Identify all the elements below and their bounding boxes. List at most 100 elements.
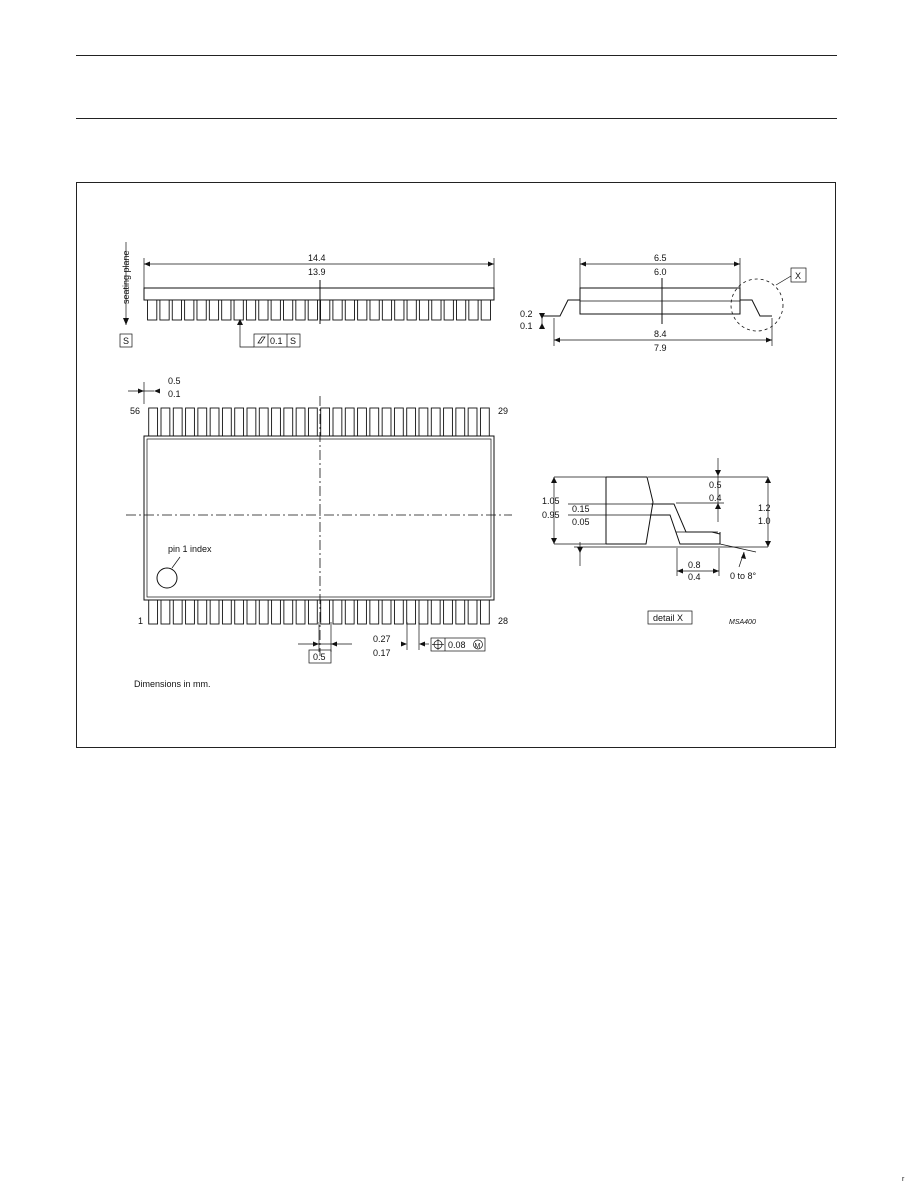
- lead-side: [480, 299, 491, 321]
- footer-mark: r: [902, 1176, 905, 1183]
- side-width-min: 13.9: [308, 267, 326, 277]
- pin1-index-circle: [156, 567, 178, 589]
- lead-bottom: [406, 599, 417, 625]
- lead-thickness-max: 0.15: [572, 504, 590, 514]
- lead-bottom: [307, 599, 318, 625]
- lead-bottom: [209, 599, 220, 625]
- position-tolerance-frame: [430, 637, 486, 652]
- lead-bottom: [443, 599, 453, 625]
- lead-side: [332, 299, 343, 321]
- end-body-min: 6.0: [654, 267, 667, 277]
- end-gap-max: 0.5: [168, 376, 181, 386]
- lead-side: [233, 299, 244, 321]
- foot-top-max: 0.5: [709, 480, 722, 490]
- end-lead-left: [542, 299, 580, 317]
- lead-top: [234, 407, 245, 437]
- detail-height-min: 0.95: [542, 510, 560, 520]
- lead-bottom: [418, 599, 429, 625]
- lead-thickness-min: 0.05: [572, 517, 590, 527]
- lead-side: [406, 299, 417, 321]
- flatness-datum: S: [290, 336, 296, 346]
- lead-width-max: 0.27: [373, 634, 391, 644]
- top-body: [143, 435, 495, 601]
- lead-top: [148, 407, 159, 437]
- end-overall-min: 7.9: [654, 343, 667, 353]
- lead-top: [283, 407, 294, 437]
- lead-bottom: [234, 599, 245, 625]
- bottom-pins-row: [148, 599, 490, 625]
- detail-height-max: 1.05: [542, 496, 560, 506]
- drawing-frame: [76, 182, 836, 748]
- lead-top: [443, 407, 453, 437]
- detail-x-view: 1.05 0.95 0.15 0.05 0.5 0.4 1.2 1.0: [542, 458, 771, 625]
- pitch-value: 0.5: [313, 652, 326, 662]
- detail-x-circle: [730, 278, 784, 332]
- detail-lead-top: [651, 503, 721, 535]
- lead-side: [468, 299, 479, 321]
- header-rule-top: [76, 55, 837, 56]
- datum-s-label: S: [123, 336, 129, 346]
- standoff-max: 0.2: [520, 309, 533, 319]
- lead-top: [246, 407, 257, 437]
- lead-bottom: [332, 599, 343, 625]
- pitch-box: [308, 649, 332, 664]
- pin-29-label: 29: [498, 406, 508, 416]
- side-pins: [147, 299, 491, 321]
- lead-width-min: 0.17: [373, 648, 391, 658]
- lead-bottom: [172, 599, 183, 625]
- lead-side: [456, 299, 467, 321]
- lead-side: [369, 299, 380, 321]
- lead-top: [172, 407, 183, 437]
- foot-top-min: 0.4: [709, 493, 722, 503]
- lead-bottom: [344, 599, 355, 625]
- angle-label: 0 to 8°: [730, 571, 757, 581]
- pin-28-label: 28: [498, 616, 508, 626]
- lead-top: [381, 407, 392, 437]
- lead-bottom: [197, 599, 208, 625]
- lead-side: [381, 299, 393, 321]
- lead-bottom: [357, 599, 367, 625]
- lead-side: [394, 299, 405, 321]
- standoff-min: 0.1: [520, 321, 533, 331]
- lead-bottom: [467, 599, 478, 625]
- lead-bottom: [221, 599, 232, 625]
- lead-bottom: [160, 599, 171, 625]
- header-rule-bottom: [76, 118, 837, 119]
- top-view: 0.5 0.1 56 29 1 28 pin 1 index 0.5: [126, 376, 512, 664]
- foot-length-min: 0.4: [688, 572, 701, 582]
- lead-side: [221, 299, 232, 321]
- lead-top: [467, 407, 478, 437]
- drawing-id: MSA400: [729, 619, 756, 626]
- lead-side: [258, 299, 269, 321]
- detail-lead-bottom: [650, 514, 720, 545]
- end-overall-max: 8.4: [654, 329, 667, 339]
- lead-bottom: [320, 599, 331, 625]
- position-tolerance-value: 0.08: [448, 640, 466, 650]
- lead-top: [185, 407, 195, 437]
- lead-top: [209, 407, 220, 437]
- lead-top: [430, 407, 441, 437]
- lead-side: [431, 299, 442, 321]
- lead-top: [197, 407, 208, 437]
- detail-x-marker: X: [795, 271, 801, 281]
- side-body: [143, 287, 495, 301]
- lead-side: [283, 299, 294, 321]
- flatness-icon: [257, 336, 266, 344]
- top-pins-row: [148, 407, 490, 437]
- lead-side: [418, 299, 430, 321]
- lead-side: [270, 299, 281, 321]
- detail-x-caption: detail X: [653, 613, 683, 623]
- lead-bottom: [430, 599, 441, 625]
- lead-bottom: [393, 599, 404, 625]
- lead-top: [320, 407, 331, 437]
- lead-side: [159, 299, 170, 321]
- lead-bottom: [258, 599, 269, 625]
- lead-top: [406, 407, 417, 437]
- lead-top: [221, 407, 232, 437]
- lead-side: [357, 299, 368, 321]
- lead-top: [369, 407, 380, 437]
- lead-bottom: [381, 599, 392, 625]
- lead-top: [393, 407, 404, 437]
- total-height-min: 1.0: [758, 516, 771, 526]
- lead-bottom: [148, 599, 159, 625]
